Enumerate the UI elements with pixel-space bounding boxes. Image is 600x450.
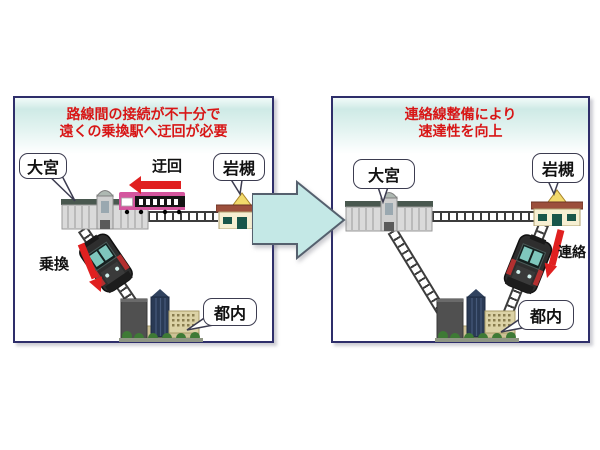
panel-after: 連絡線整備により 速達性を向上 連絡 大宮 岩槻 xyxy=(331,96,590,343)
panel-before: 路線間の接続が不十分で 遠くの乗換駅へ迂回が必要 迂回 乗換 xyxy=(13,96,274,343)
panel-before-title-line1: 路線間の接続が不十分で xyxy=(66,107,221,123)
omiya-station-label: 大宮 xyxy=(19,153,67,179)
before-after-arrow-icon xyxy=(252,180,346,260)
detour-arrow-icon xyxy=(129,176,181,194)
tonai-label: 都内 xyxy=(203,298,257,326)
track-omiya-iwatsuki xyxy=(432,211,535,222)
panel-before-header: 路線間の接続が不十分で 遠くの乗換駅へ迂回が必要 xyxy=(15,98,272,154)
iwatsuki-station-label: 岩槻 xyxy=(532,153,584,183)
iwatsuki-station-label: 岩槻 xyxy=(213,153,265,181)
transfer-label: 乗換 xyxy=(39,255,70,273)
panel-after-title-line2: 速達性を向上 xyxy=(418,124,503,140)
panel-after-title-line1: 連絡線整備により xyxy=(404,107,517,123)
panel-before-title-line2: 遠くの乗換駅へ迂回が必要 xyxy=(59,124,228,140)
track-omiya-iwatsuki xyxy=(148,211,218,222)
detour-label: 迂回 xyxy=(152,157,183,175)
transfer-arrow-icon xyxy=(77,242,102,292)
panel-after-header: 連絡線整備により 速達性を向上 xyxy=(333,98,588,154)
tonai-label: 都内 xyxy=(518,300,574,330)
omiya-station-label: 大宮 xyxy=(353,159,415,189)
connection-label: 連絡 xyxy=(558,245,586,261)
connection-arrow-icon xyxy=(544,229,565,278)
